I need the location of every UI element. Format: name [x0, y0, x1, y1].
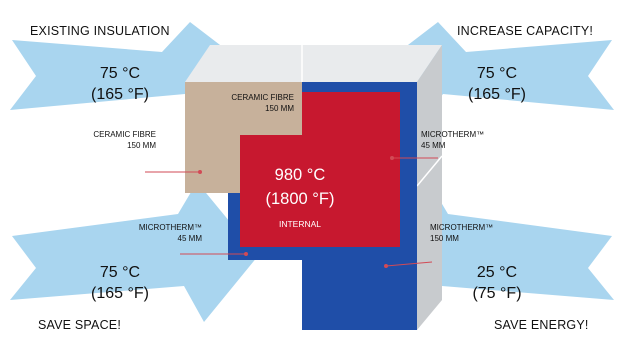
label-ceramic-fibre-block-name: CERAMIC FIBRE — [231, 93, 294, 102]
block-seam-side — [416, 155, 443, 187]
pointer-dot-microtherm-45-right — [390, 156, 394, 160]
heading-increase-capacity: INCREASE CAPACITY! — [457, 24, 594, 38]
pointer-dot-microtherm-150 — [384, 264, 388, 268]
temp-bottom-left-f: (165 °F) — [91, 285, 149, 302]
label-ceramic-fibre-block: CERAMIC FIBRE 150 MM — [186, 92, 294, 114]
center-temp-f: (1800 °F) — [265, 190, 335, 208]
temp-top-left: 75 °C (165 °F) — [70, 63, 170, 105]
label-microtherm-45-left-name: MICROTHERM™ — [138, 223, 202, 232]
heading-save-energy: SAVE ENERGY! — [494, 318, 589, 332]
label-microtherm-45-left-thickness: 45 MM — [177, 234, 202, 243]
label-microtherm-150-right: MICROTHERM™ 150 MM — [430, 222, 520, 244]
hot-core-center — [240, 135, 400, 247]
temp-top-right: 75 °C (165 °F) — [447, 63, 547, 105]
arrow-bottom-left — [10, 182, 258, 322]
temp-top-right-c: 75 °C — [476, 65, 518, 82]
block-right-side — [417, 45, 442, 330]
temp-bottom-right: 25 °C (75 °F) — [447, 262, 547, 304]
center-temperature: 980 °C (1800 °F) — [240, 163, 360, 211]
label-microtherm-45-right: MICROTHERM™ 45 MM — [421, 129, 511, 151]
temp-top-left-f: (165 °F) — [91, 86, 149, 103]
center-internal-label: INTERNAL — [278, 219, 322, 229]
label-microtherm-150-right-name: MICROTHERM™ — [430, 223, 494, 232]
label-microtherm-150-right-thickness: 150 MM — [430, 234, 459, 243]
label-ceramic-fibre-left-name: CERAMIC FIBRE — [93, 130, 156, 139]
pointer-dot-microtherm-45-left — [244, 252, 248, 256]
pointer-microtherm-150 — [385, 261, 433, 267]
temp-bottom-right-c: 25 °C — [476, 264, 518, 281]
temp-top-right-f: (165 °F) — [468, 86, 526, 103]
temp-bottom-right-f: (75 °F) — [472, 285, 522, 302]
temp-bottom-left-c: 75 °C — [99, 264, 141, 281]
label-ceramic-fibre-left: CERAMIC FIBRE 150 MM — [66, 129, 156, 151]
pointer-dot-ceramic — [198, 170, 202, 174]
center-temp-c: 980 °C — [274, 166, 326, 184]
label-ceramic-fibre-left-thickness: 150 MM — [127, 141, 156, 150]
heading-existing-insulation: EXISTING INSULATION — [30, 24, 170, 38]
label-microtherm-45-right-name: MICROTHERM™ — [421, 130, 485, 139]
heading-save-space: SAVE SPACE! — [38, 318, 122, 332]
temp-bottom-left: 75 °C (165 °F) — [70, 262, 170, 304]
label-microtherm-45-left: MICROTHERM™ 45 MM — [112, 222, 202, 244]
label-ceramic-fibre-block-thickness: 150 MM — [265, 104, 294, 113]
label-microtherm-45-right-thickness: 45 MM — [421, 141, 446, 150]
block-top-face — [185, 45, 442, 82]
temp-top-left-c: 75 °C — [99, 65, 141, 82]
